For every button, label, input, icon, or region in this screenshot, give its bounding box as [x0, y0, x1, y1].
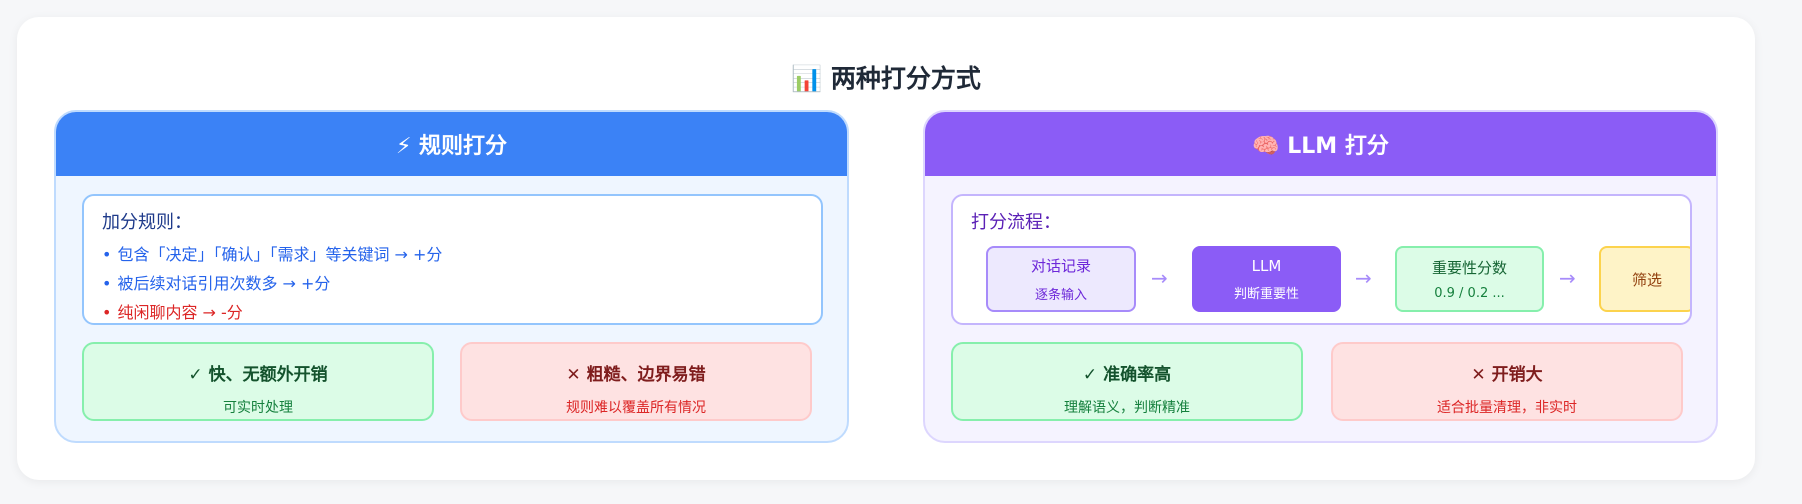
comparison-card: 📊 两种打分方式 ⚡ 规则打分 加分规则： •包含「决定」「确认」「需求」等关键…: [17, 17, 1755, 480]
page-title: 📊 两种打分方式: [791, 64, 981, 93]
arrow-icon: →: [1151, 266, 1168, 290]
rule-item: •包含「决定」「确认」「需求」等关键词 → +分: [102, 245, 443, 264]
con-desc: 规则难以覆盖所有情况: [566, 400, 706, 416]
con-title: ✕ 粗糙、边界易错: [566, 365, 706, 385]
rule-item: •被后续对话引用次数多 → +分: [102, 274, 331, 293]
flow-step-dialogue: 对话记录逐条输入: [986, 246, 1136, 312]
arrow-icon: →: [1355, 266, 1372, 290]
pro-desc: 理解语义，判断精准: [1064, 400, 1190, 416]
pro-desc: 可实时处理: [223, 400, 293, 416]
llm-con-box: ✕ 开销大 适合批量清理，非实时: [1331, 342, 1683, 421]
bonus-rules-title: 加分规则：: [102, 212, 192, 233]
pro-title: ✓ 准确率高: [1082, 365, 1172, 385]
arrow-icon: →: [1559, 266, 1576, 290]
rule-panel-header: ⚡ 规则打分: [56, 112, 847, 176]
pro-title: ✓ 快、无额外开销: [188, 365, 328, 385]
flow-step-filter: 筛选: [1599, 246, 1690, 312]
llm-pro-box: ✓ 准确率高 理解语义，判断精准: [951, 342, 1303, 421]
rule-item: •纯闲聊内容 → -分: [102, 303, 243, 322]
rule-scoring-panel: ⚡ 规则打分 加分规则： •包含「决定」「确认」「需求」等关键词 → +分 •被…: [54, 110, 849, 443]
con-desc: 适合批量清理，非实时: [1437, 400, 1577, 416]
rule-con-box: ✕ 粗糙、边界易错 规则难以覆盖所有情况: [460, 342, 812, 421]
bonus-rules-box: 加分规则： •包含「决定」「确认」「需求」等关键词 → +分 •被后续对话引用次…: [82, 194, 823, 325]
con-title: ✕ 开销大: [1471, 365, 1543, 385]
llm-panel-header: 🧠 LLM 打分: [925, 112, 1716, 176]
scoring-flow-title: 打分流程：: [971, 212, 1061, 233]
rule-pro-box: ✓ 快、无额外开销 可实时处理: [82, 342, 434, 421]
